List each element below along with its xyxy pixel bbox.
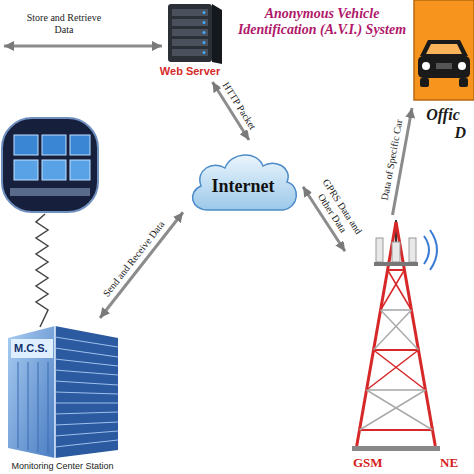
- window-line: [55, 412, 118, 414]
- monitor-screen: [70, 160, 90, 180]
- window-line: [55, 337, 118, 347]
- tower-brace: [374, 310, 412, 350]
- monitor-screen: [70, 135, 90, 155]
- tower-brace: [388, 270, 412, 310]
- car-wheel: [459, 78, 468, 87]
- monitor-frame: [2, 118, 98, 212]
- monitoring-station: M.C.S. Monitoring Center Station: [0, 318, 125, 474]
- device-panel: [414, 0, 474, 100]
- car-roof: [420, 40, 468, 56]
- window-line: [55, 403, 118, 404]
- monitor-desk: [10, 188, 90, 196]
- server-led: [203, 21, 206, 24]
- monitor-screen: [42, 160, 66, 180]
- building-columns: [18, 362, 48, 454]
- window-line: [55, 381, 118, 385]
- connector-arrow: [100, 212, 183, 318]
- window-line: [55, 348, 118, 357]
- tower-leg: [396, 222, 435, 446]
- car-body: [418, 56, 470, 78]
- monitor-wall: [2, 118, 98, 212]
- tower-rung: [367, 389, 426, 391]
- tower-brace: [367, 390, 433, 430]
- station-building: [8, 326, 118, 458]
- server-slat: [172, 9, 208, 16]
- server-icon: [168, 4, 222, 64]
- tower-platform: [374, 262, 418, 266]
- server-side: [212, 4, 222, 64]
- server-front: [168, 4, 212, 62]
- column-line: [18, 362, 19, 448]
- monitor-screen: [14, 160, 38, 180]
- tower-brace: [381, 310, 419, 350]
- window-line: [55, 359, 118, 366]
- edge-label: Send and Receive Data: [99, 217, 168, 301]
- car-windshield: [426, 44, 462, 54]
- car-headlight: [422, 62, 430, 70]
- tower-label: GSM: [353, 455, 383, 471]
- car-grille: [436, 63, 452, 69]
- network-label: NE: [440, 455, 458, 471]
- tower-brace: [381, 270, 405, 310]
- tower-brace: [367, 350, 419, 390]
- tower-rung: [388, 269, 405, 271]
- server-node: Web Server: [145, 0, 235, 82]
- cloud-label: Internet: [212, 176, 275, 196]
- window-line: [55, 370, 118, 375]
- server-slat: [172, 19, 208, 26]
- window-line: [55, 422, 118, 425]
- store-arrow: [4, 45, 162, 48]
- server-led: [203, 51, 206, 54]
- server-label: Web Server: [160, 65, 220, 78]
- antenna-panel: [409, 238, 416, 262]
- gsm-tower: GSM: [345, 215, 440, 474]
- radio-wave: [430, 230, 437, 270]
- car-wheel: [420, 78, 429, 87]
- antenna-panel: [376, 238, 383, 262]
- device-label: Offic: [426, 106, 459, 124]
- tower-brace: [374, 350, 426, 390]
- cloud-outline: [193, 155, 297, 210]
- internet-cloud: Internet: [183, 140, 303, 225]
- window-line: [55, 440, 118, 447]
- server-slat: [172, 29, 208, 36]
- server-led: [203, 11, 206, 14]
- officer-device-node: OfficD: [412, 0, 474, 150]
- server-slat: [172, 49, 208, 56]
- building-windows: [55, 337, 118, 447]
- server-slat: [172, 39, 208, 46]
- radio-wave: [424, 236, 429, 264]
- window-line: [55, 392, 118, 394]
- diagram-title: Anonymous Vehicle Identification (A.V.I.…: [236, 6, 408, 38]
- tower-base: [352, 446, 440, 451]
- store-label: Store and Retrieve Data: [20, 12, 108, 36]
- tower-rung: [381, 309, 412, 311]
- column-line: [48, 362, 49, 454]
- building-left-face: [8, 326, 55, 458]
- building-sign-panel: [11, 339, 53, 358]
- station-sign: M.C.S.: [14, 342, 48, 355]
- column-line: [28, 362, 29, 450]
- station-label: Monitoring Center Station: [11, 461, 113, 472]
- tower-rung: [360, 429, 433, 431]
- building-right-face: [55, 326, 118, 458]
- monitor-screen: [14, 135, 38, 155]
- car-headlight: [458, 62, 466, 70]
- column-line: [38, 362, 39, 452]
- device-label: D: [454, 124, 466, 142]
- gsm-tower-figure: [352, 220, 440, 451]
- window-line: [55, 431, 118, 436]
- officer-device-icon: [414, 0, 474, 100]
- server-led: [203, 41, 206, 44]
- coil-cable: [36, 214, 48, 327]
- server-led: [203, 31, 206, 34]
- tower-leg: [357, 222, 396, 446]
- tower-brace: [360, 390, 426, 430]
- tower-rung: [374, 349, 419, 351]
- antenna-panel: [392, 242, 400, 262]
- monitor-screen: [42, 135, 66, 155]
